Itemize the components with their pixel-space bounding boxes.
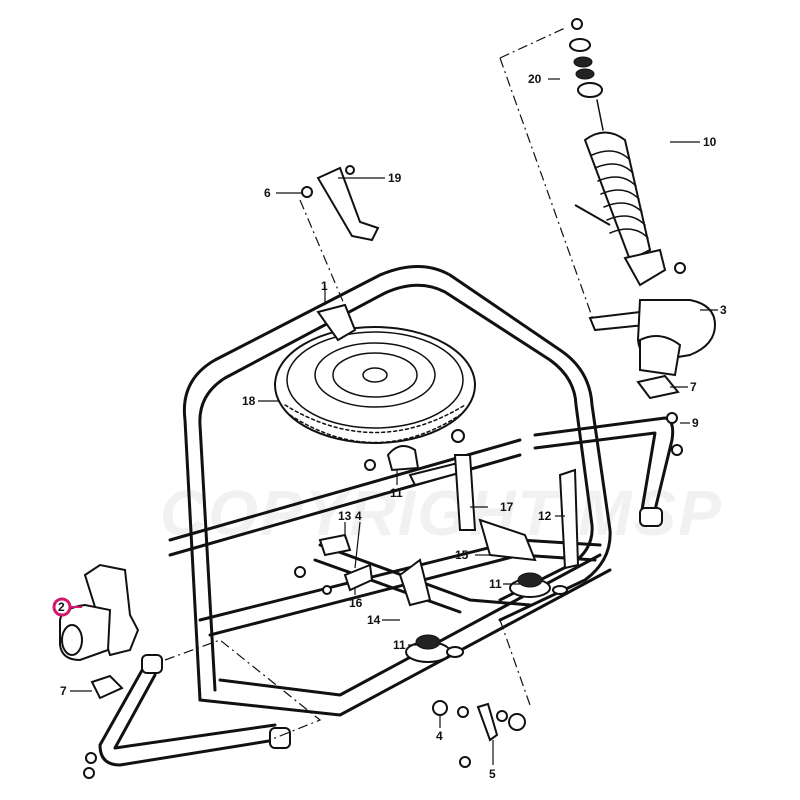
callout-12[interactable]: 12 — [538, 509, 552, 523]
lower-arm-right — [533, 412, 683, 527]
callout-11-right[interactable]: 11 — [489, 577, 502, 591]
callout-14[interactable]: 14 — [367, 613, 381, 627]
callout-16[interactable]: 16 — [349, 596, 363, 610]
callout-6[interactable]: 6 — [264, 186, 271, 200]
callout-4-lower[interactable]: 4 — [436, 729, 443, 743]
frame-bracket — [316, 303, 357, 342]
callouts: 1 2 3 4 4 5 6 7 7 9 10 11 11 11 12 13 14… — [52, 72, 727, 781]
callout-7-left[interactable]: 7 — [60, 684, 67, 698]
callout-2[interactable]: 2 — [58, 600, 65, 614]
callout-3[interactable]: 3 — [720, 303, 727, 317]
callout-11-lower[interactable]: 11 — [393, 638, 406, 652]
callout-7-right[interactable]: 7 — [690, 380, 697, 394]
highlight-ring — [52, 597, 72, 617]
watermark: COPYRIGHT MSP — [160, 477, 723, 549]
leader-lines — [70, 78, 718, 765]
callout-19[interactable]: 19 — [388, 171, 402, 185]
lower-arm-left — [83, 639, 322, 779]
spare-wheel — [274, 326, 476, 444]
callout-9[interactable]: 9 — [692, 416, 699, 430]
callout-15[interactable]: 15 — [455, 548, 469, 562]
callout-20[interactable]: 20 — [528, 72, 542, 86]
callout-1[interactable]: 1 — [321, 279, 328, 293]
callout-5[interactable]: 5 — [489, 767, 496, 781]
hub-carrier-left — [59, 563, 140, 662]
engine-mounts — [294, 429, 580, 663]
lower-bracket — [432, 619, 531, 768]
shock-absorber — [499, 18, 686, 326]
callout-13[interactable]: 13 — [338, 509, 352, 523]
callout-11-upper[interactable]: 11 — [390, 486, 403, 500]
callout-17[interactable]: 17 — [500, 500, 514, 514]
callout-18[interactable]: 18 — [242, 394, 256, 408]
hub-carrier-right — [588, 299, 717, 400]
frame — [168, 265, 612, 717]
wheel-clamp-bracket — [299, 165, 380, 331]
callout-4-upper[interactable]: 4 — [355, 509, 362, 523]
callout-10[interactable]: 10 — [703, 135, 717, 149]
